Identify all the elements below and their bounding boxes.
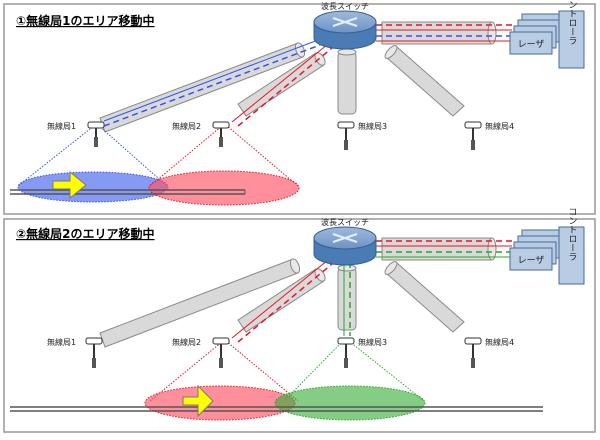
fiber-laser <box>376 21 512 45</box>
panel-title: ①無線局1のエリア移動中 <box>16 13 155 28</box>
laser-label: レーザ <box>518 39 545 50</box>
station-4: 無線局4 <box>464 121 514 150</box>
controller-label: コントローラ <box>567 207 577 261</box>
antenna-icon <box>87 121 105 147</box>
wavelength-switch: 波長スイッチ <box>313 217 377 266</box>
station-2: 無線局2 <box>172 121 230 147</box>
panel-1: ①無線局1のエリア移動中 <box>3 0 596 215</box>
switch-label: 波長スイッチ <box>321 1 369 11</box>
station-label: 無線局1 <box>47 337 76 347</box>
station-1: 無線局1 <box>47 121 105 147</box>
station-label: 無線局3 <box>358 337 387 347</box>
controller-box: コントローラ <box>558 207 585 285</box>
station-3: 無線局3 <box>337 121 387 150</box>
station-label: 無線局1 <box>47 121 76 131</box>
coverage-area-2 <box>148 124 300 206</box>
fiber-laser <box>376 237 512 261</box>
antenna-icon <box>212 121 230 147</box>
fiber-station-4 <box>384 45 465 117</box>
controller-box: コントローラ <box>558 0 585 69</box>
station-1: 無線局1 <box>47 337 103 368</box>
station-label: 無線局2 <box>172 337 201 347</box>
panel-2: ②無線局2のエリア移動中 <box>3 207 596 433</box>
fiber-station-2 <box>231 259 333 343</box>
move-arrow-icon <box>52 170 87 200</box>
antenna-icon <box>337 121 355 150</box>
rail-track <box>10 189 246 195</box>
fiber-station-1 <box>99 258 301 348</box>
station-label: 無線局2 <box>172 121 201 131</box>
station-3: 無線局3 <box>337 337 387 368</box>
move-arrow-icon <box>182 384 214 418</box>
antenna-icon <box>85 337 103 368</box>
station-2: 無線局2 <box>172 337 230 368</box>
panel-title: ②無線局2のエリア移動中 <box>16 226 155 241</box>
antenna-icon <box>464 337 482 368</box>
wavelength-switch: 波長スイッチ <box>313 1 377 50</box>
switch-arrows-icon <box>332 17 358 27</box>
rail-track <box>10 406 543 412</box>
controller-label: コントローラ <box>567 0 577 45</box>
switch-label: 波長スイッチ <box>321 217 369 227</box>
laser-stack: レーザ <box>509 13 565 55</box>
fiber-station-4 <box>384 261 465 333</box>
fiber-station-3 <box>337 48 357 115</box>
laser-label: レーザ <box>518 255 545 266</box>
fiber-station-3 <box>337 262 357 336</box>
laser-stack: レーザ <box>509 229 565 271</box>
station-4: 無線局4 <box>464 337 514 368</box>
antenna-icon <box>212 337 230 368</box>
switch-arrows-icon <box>332 233 358 243</box>
station-label: 無線局3 <box>358 121 387 131</box>
station-label: 無線局4 <box>485 337 514 347</box>
antenna-icon <box>337 337 355 368</box>
station-label: 無線局4 <box>485 121 514 131</box>
fiber-station-2 <box>231 43 333 127</box>
antenna-icon <box>464 121 482 150</box>
